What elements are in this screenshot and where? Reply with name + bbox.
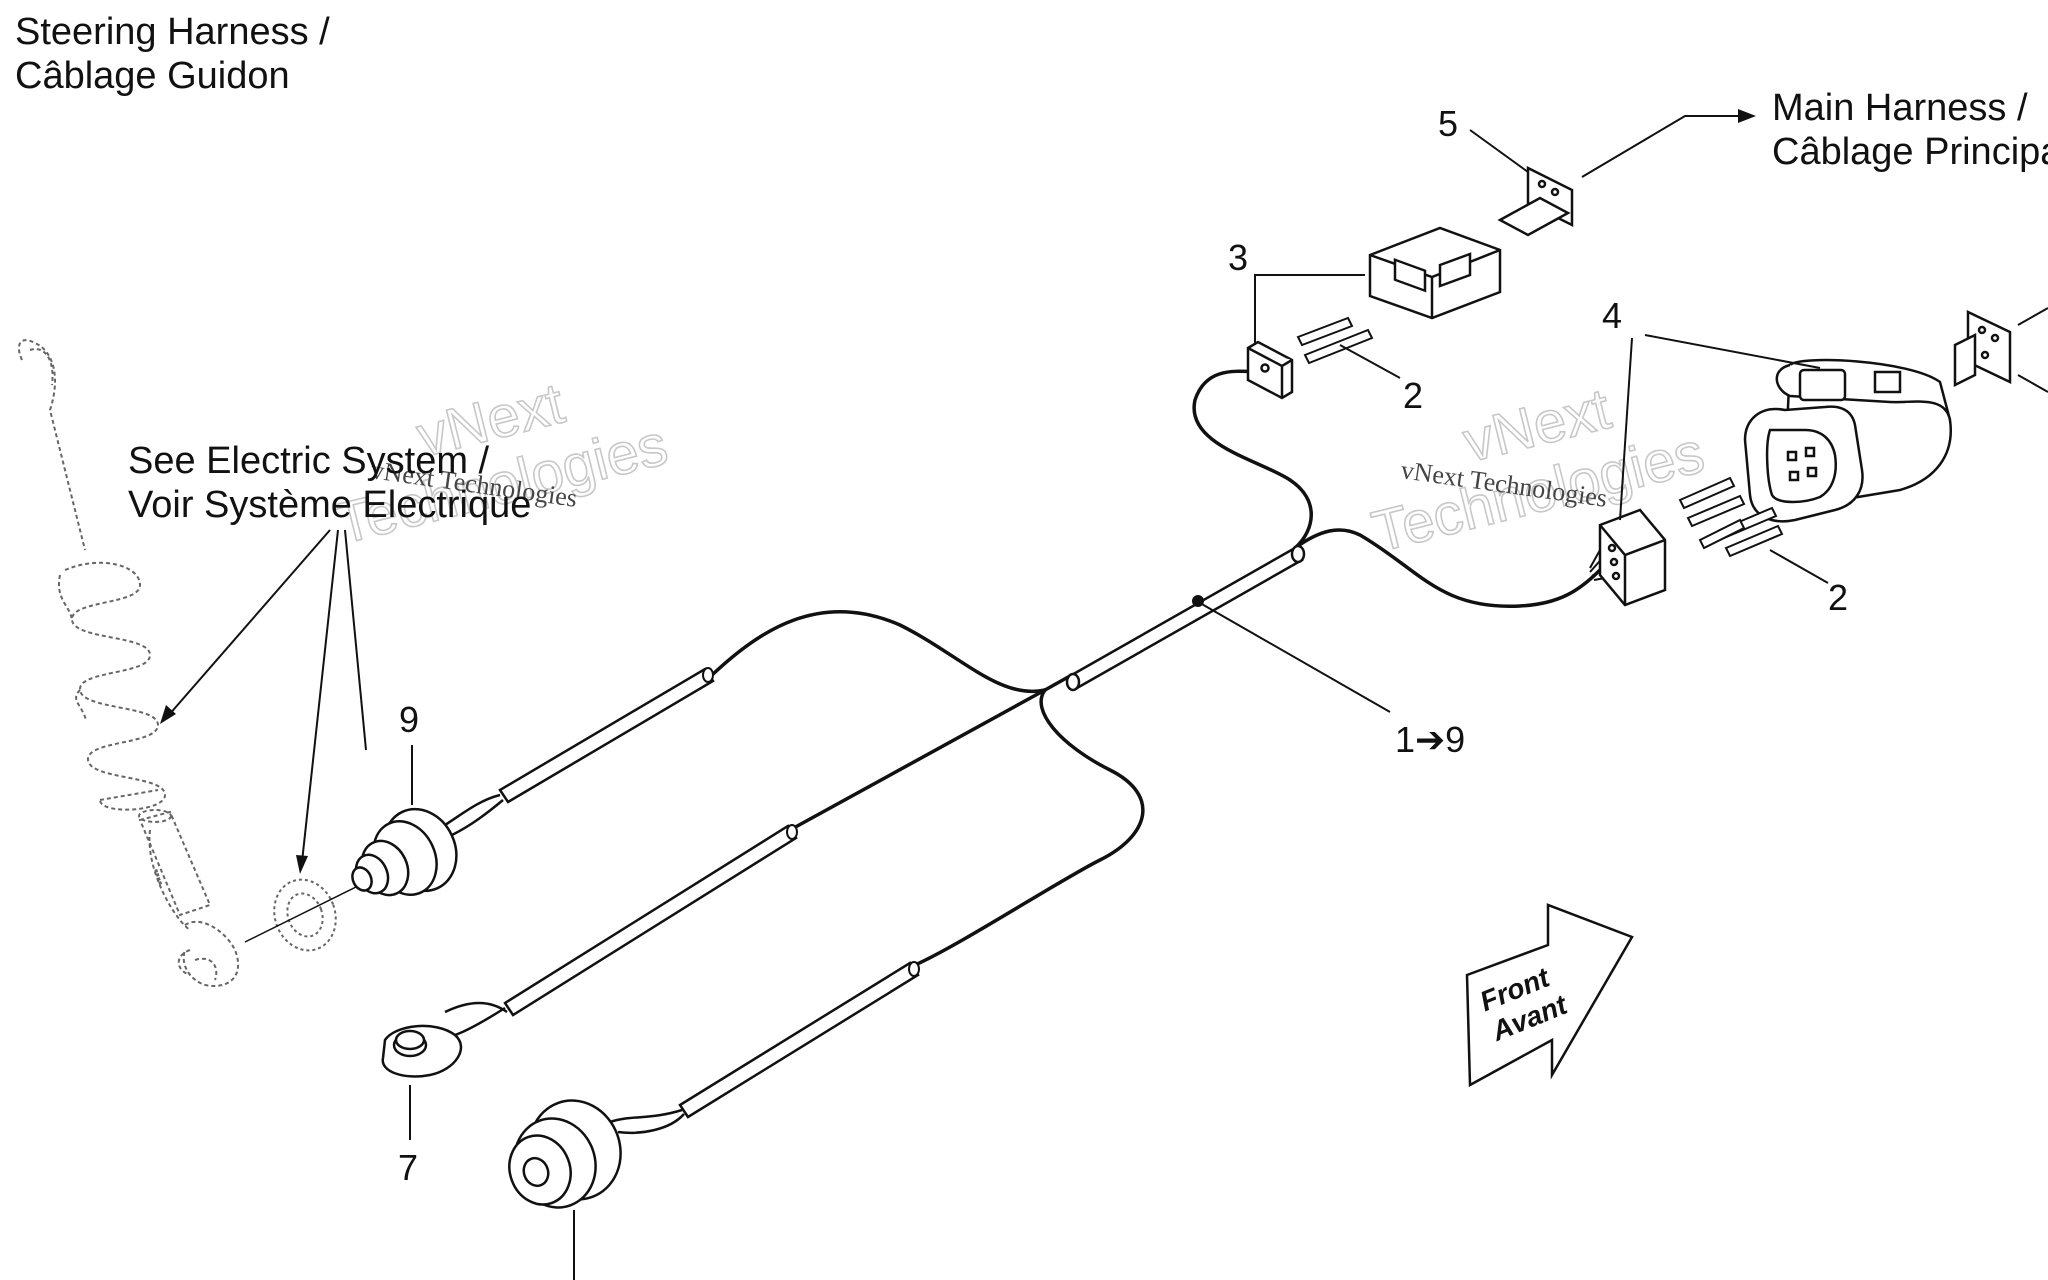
pigtails (429, 793, 685, 1135)
callout-2-lower: 2 (1828, 577, 1848, 618)
axis-line (244, 884, 361, 943)
see-electric-leader-2 (301, 529, 339, 863)
see-electric-leader-3 (344, 529, 367, 751)
sleeve-7 (503, 824, 798, 1017)
callout-1-to-9: 1➔9 (1395, 719, 1465, 760)
main-harness-line-1: Main Harness / (1772, 87, 2028, 129)
see-electric-leader-1 (167, 529, 331, 717)
key-marking: ▪▪▪▪ (149, 867, 168, 888)
arrowhead-icon (1738, 109, 1756, 123)
dotted-ring (273, 878, 337, 952)
part-9-switch (351, 807, 458, 897)
part-7-button (381, 1024, 463, 1078)
title-line-2: Câblage Guidon (15, 55, 290, 97)
part-3-grommet (1246, 340, 1294, 400)
part-5-bracket (1497, 165, 1574, 237)
arrowhead-icon (296, 855, 308, 874)
front-direction-arrow: Front Avant (1465, 903, 1634, 1088)
part-3-connector (1368, 226, 1502, 320)
callout-2-upper: 2 (1403, 375, 1423, 416)
sleeve-main (1065, 544, 1306, 692)
callout-5: 5 (1438, 103, 1458, 144)
see-electric-line-1: See Electric System / (128, 440, 490, 482)
callout-3: 3 (1228, 237, 1248, 278)
part-2-pins-upper (1296, 316, 1374, 365)
sleeve-9 (498, 667, 715, 804)
part-4-bracket (1953, 310, 2012, 388)
main-harness-leader (1581, 115, 1750, 178)
part-4-grommet (1598, 508, 1667, 607)
sleeve-lower (678, 961, 920, 1119)
title-line-1: Steering Harness / (15, 11, 330, 53)
harness-wires (710, 369, 1602, 967)
see-electric-line-2: Voir Système Electrique (128, 484, 531, 526)
callout-9: 9 (399, 699, 419, 740)
offpage-leader-1 (2017, 307, 2048, 326)
arrowhead-icon (160, 705, 176, 724)
callout-4: 4 (1602, 295, 1622, 336)
part-4-face (1743, 405, 1864, 523)
callout-7: 7 (398, 1147, 418, 1188)
tether-cord (17, 339, 240, 987)
callout-leaders (409, 129, 1829, 1140)
offpage-leader-2 (2017, 374, 2048, 393)
main-harness-line-2: Câblage Principal (1772, 131, 2048, 173)
part-lower-plug (508, 1099, 622, 1209)
part-2-pins-lower (1678, 476, 1784, 558)
